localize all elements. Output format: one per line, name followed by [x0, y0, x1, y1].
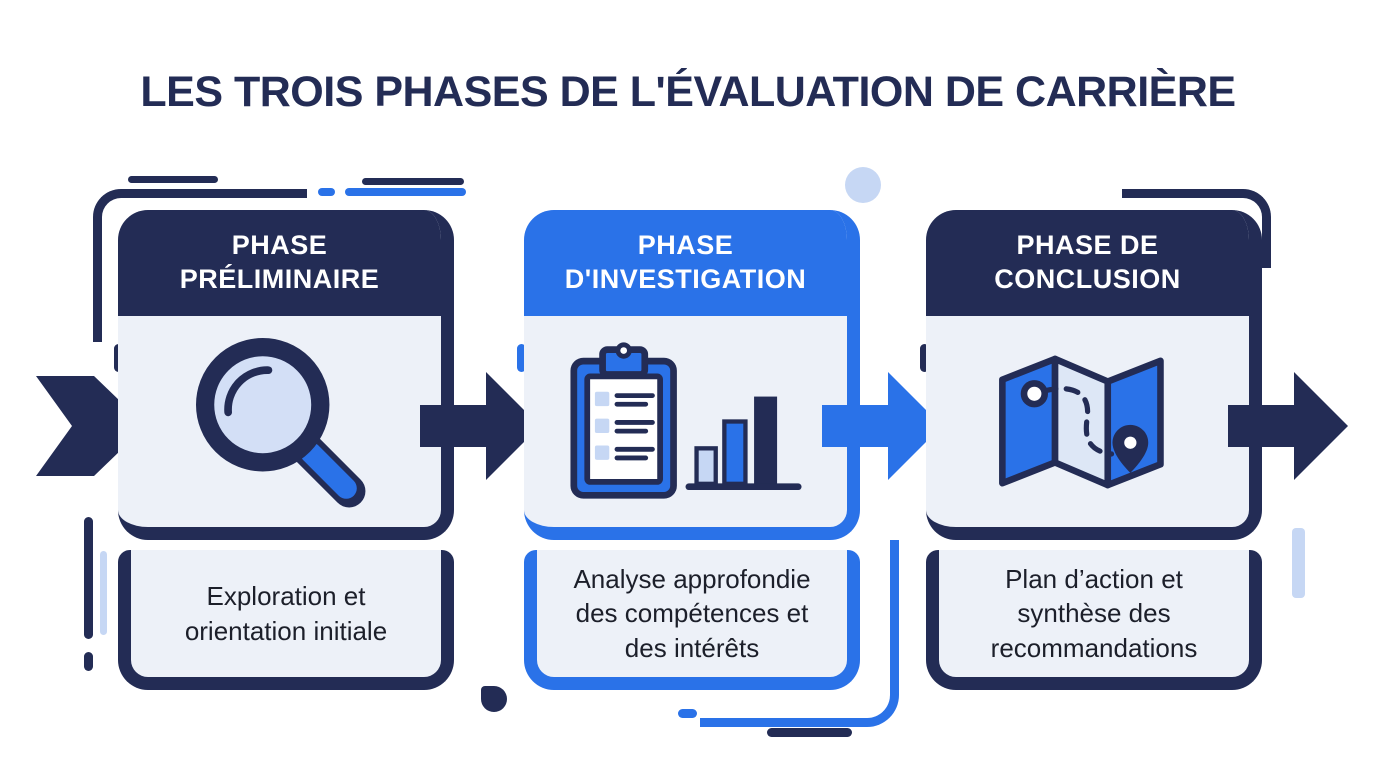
decor-dash-card3-left — [920, 344, 929, 372]
phase-3-header: PHASE DE CONCLUSION — [926, 210, 1249, 316]
phase-1-header-line1: PHASE — [231, 230, 328, 261]
phase-3-panel: PHASE DE CONCLUSION — [926, 210, 1262, 540]
phase-2-header: PHASE D'INVESTIGATION — [524, 210, 847, 316]
phase-2-panel: PHASE D'INVESTIGATION — [524, 210, 860, 540]
phase-3-description-panel: Plan d’action et synthèse des recommanda… — [926, 550, 1262, 690]
phase-2-header-line1: PHASE — [637, 230, 734, 261]
decor-line-left-navy — [84, 517, 93, 639]
arrow-right-icon — [822, 372, 942, 480]
phase-1-header-line2: PRÉLIMINAIRE — [179, 264, 380, 294]
folded-map-route-icon — [998, 355, 1164, 488]
phase-card-preliminaire: PHASE PRÉLIMINAIRE Exploration et orient… — [118, 210, 454, 690]
phase-2-description: Analyse approfondie des compétences et d… — [573, 564, 811, 663]
flow-arrow-1-icon — [420, 372, 540, 480]
magnifier-icon — [195, 337, 365, 507]
decor-line-navy-bottom — [767, 728, 852, 737]
page-title: LES TROIS PHASES DE L'ÉVALUATION DE CARR… — [140, 68, 1236, 116]
decor-dot-bottom — [481, 686, 507, 712]
decor-bracket-top-right — [1122, 189, 1271, 268]
phase-2-description-panel: Analyse approfondie des compétences et d… — [524, 550, 860, 690]
phase-card-conclusion: PHASE DE CONCLUSION Plan d’action et syn… — [926, 210, 1262, 690]
phase-2-header-line2: D'INVESTIGATION — [564, 264, 807, 294]
decor-bracket-bottom-card2 — [700, 540, 899, 727]
decor-bar-right-lightblue — [1292, 528, 1305, 598]
decor-line-left-lightblue — [100, 551, 107, 635]
decor-dash-blue-bottom — [678, 709, 697, 718]
phase-3-icon-area — [926, 316, 1249, 527]
flow-arrow-2-icon — [822, 372, 942, 480]
phase-card-investigation: PHASE D'INVESTIGATION — [524, 210, 860, 690]
phase-2-icon-area — [524, 316, 847, 527]
phase-3-header-line2: CONCLUSION — [994, 264, 1181, 294]
decor-line-blue-top — [345, 188, 466, 196]
phase-1-header: PHASE PRÉLIMINAIRE — [118, 210, 441, 316]
decor-dash-left-navy — [84, 652, 93, 671]
phase-3-description: Plan d’action et synthèse des recommanda… — [990, 564, 1198, 663]
decor-dash-blue-top — [318, 188, 335, 196]
phase-1-panel: PHASE PRÉLIMINAIRE — [118, 210, 454, 540]
decor-circle-top — [845, 167, 881, 203]
clipboard-checklist-bar-chart-icon — [569, 342, 802, 499]
arrow-right-icon — [1228, 372, 1348, 480]
decor-line-dark-top — [362, 178, 464, 185]
arrow-right-icon — [420, 372, 540, 480]
phase-3-header-line1: PHASE DE — [1016, 230, 1159, 261]
phase-1-description: Exploration et orientation initiale — [184, 581, 388, 646]
decor-dash-card2-left — [517, 344, 526, 372]
phase-1-description-panel: Exploration et orientation initiale — [118, 550, 454, 690]
decor-bracket-top-left — [93, 189, 307, 342]
decor-dash-top-left — [128, 176, 218, 183]
flow-end-arrow-icon — [1228, 372, 1348, 480]
phase-1-icon-area — [118, 316, 441, 527]
